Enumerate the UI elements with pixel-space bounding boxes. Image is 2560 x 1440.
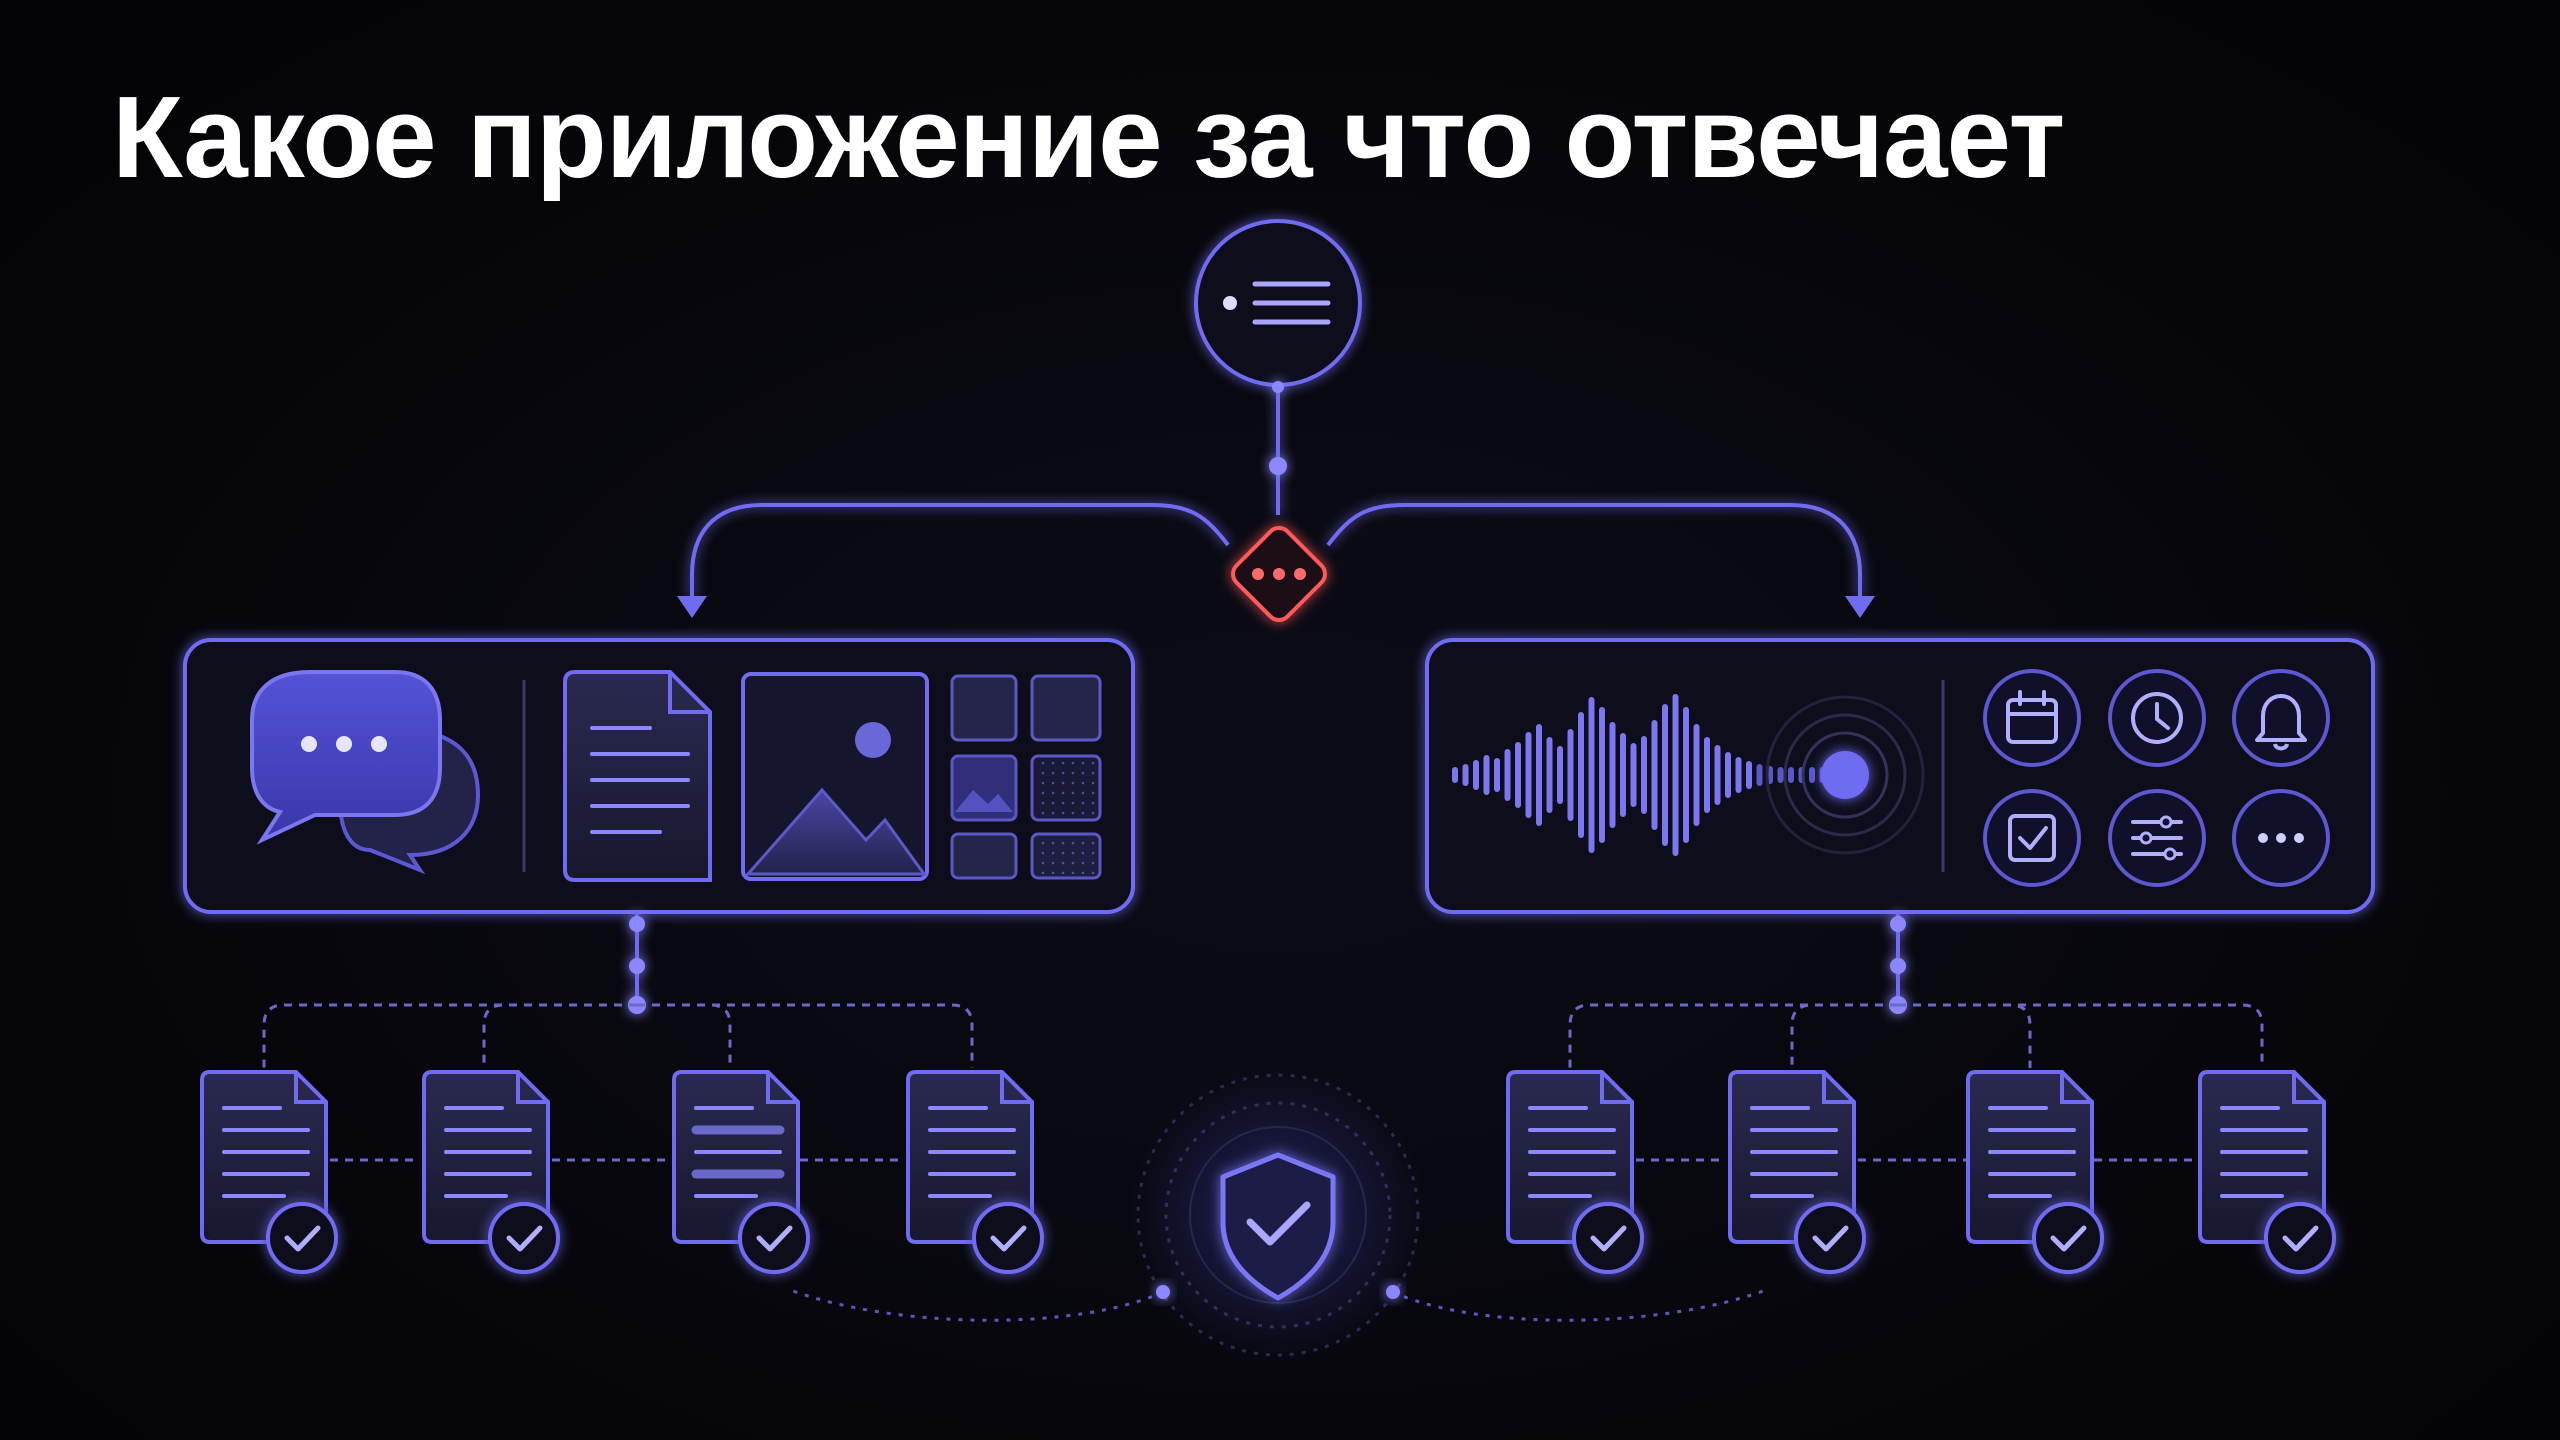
right-panel-connector <box>1889 912 1907 1014</box>
sliders-icon <box>2108 789 2206 887</box>
document-check-icon <box>200 1070 338 1274</box>
microphone-dot-icon <box>1765 695 1925 855</box>
shield-link-dot-right <box>1386 1285 1400 1299</box>
document-check-icon <box>422 1070 560 1274</box>
left-arrowhead-icon <box>677 596 707 618</box>
image-icon <box>741 672 929 881</box>
shield-checkmark <box>1246 1201 1311 1246</box>
branch-right-arrow <box>1326 503 1862 600</box>
check-badge <box>738 1202 810 1274</box>
check-badge <box>266 1202 338 1274</box>
branch-left-arrow <box>690 503 1230 600</box>
shield-link-dot-left <box>1156 1285 1170 1299</box>
shield-check-icon <box>1220 1152 1336 1301</box>
ellipsis-icon <box>1252 568 1306 580</box>
document-icon <box>563 670 712 882</box>
chat-bubbles-icon <box>250 670 481 875</box>
list-icon <box>1223 281 1331 325</box>
left-outputs <box>200 1070 1044 1274</box>
clock-icon <box>2108 669 2206 767</box>
left-panel-connector <box>628 912 646 1014</box>
gallery-grid-icon <box>950 674 1102 880</box>
checkbox-icon <box>1983 789 2081 887</box>
check-badge <box>2032 1202 2104 1274</box>
document-check-icon <box>1506 1070 1644 1274</box>
calendar-icon <box>1983 669 2081 767</box>
page-title: Какое приложение за что отвечает <box>112 72 2065 202</box>
check-badge <box>488 1202 560 1274</box>
right-outputs <box>1506 1070 2336 1274</box>
document-check-icon <box>906 1070 1044 1274</box>
top-connector <box>1269 381 1287 515</box>
document-check-icon <box>1728 1070 1866 1274</box>
check-badge <box>1572 1202 1644 1274</box>
document-check-icon <box>1966 1070 2104 1274</box>
check-badge <box>972 1202 1044 1274</box>
left-output-tree <box>262 1003 974 1162</box>
more-icon <box>2232 789 2330 887</box>
document-check-icon <box>2198 1070 2336 1274</box>
document-check-icon <box>672 1070 810 1274</box>
right-output-tree <box>1568 1003 2264 1162</box>
check-badge <box>1794 1202 1866 1274</box>
right-arrowhead-icon <box>1845 596 1875 618</box>
bell-icon <box>2232 669 2330 767</box>
check-badge <box>2264 1202 2336 1274</box>
